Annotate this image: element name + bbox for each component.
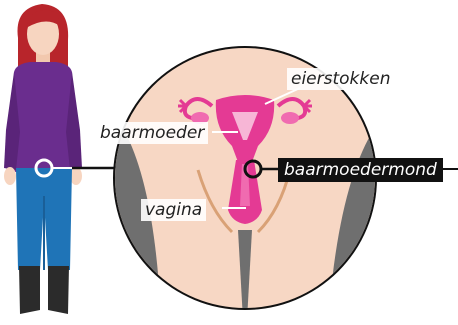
label-uterus: baarmoeder [96,122,208,144]
label-vagina: vagina [141,199,206,221]
label-ovaries: eierstokken [287,68,394,90]
woman-figure [4,4,128,314]
label-cervix: baarmoedermond [278,158,443,182]
